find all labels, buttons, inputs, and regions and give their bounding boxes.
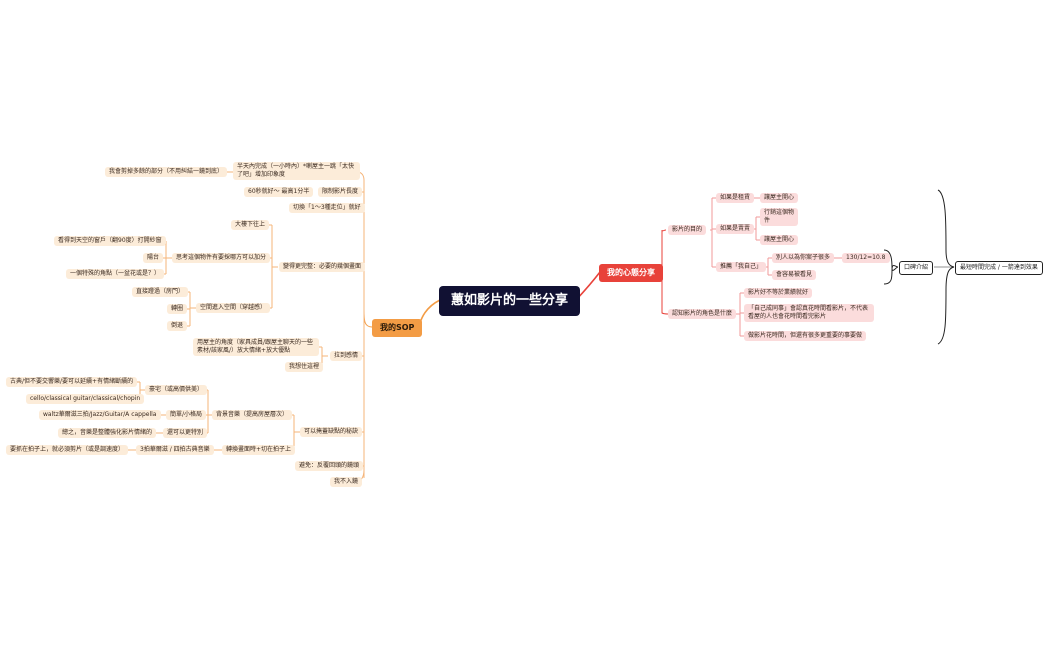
sop-node-cello-guitar[interactable]: cello/classical guitar/classical/chopin [26, 394, 145, 404]
sop-node-half-day[interactable]: 半天內完成（一小時內）*喇屋主一跳「太快了吧」增加印象度 [233, 162, 360, 180]
sop-node-emotion[interactable]: 拉到感情 [330, 351, 363, 361]
sop-node-space-through[interactable]: 空間進入空間（穿越感） [196, 303, 271, 313]
sop-node-luxury[interactable]: 豪宅（或高價供美） [145, 385, 208, 395]
share-node-owner-happy-1[interactable]: 讓屋主開心 [760, 193, 799, 203]
sop-node-think-bonus[interactable]: 思考這個物件有要採哪方可以加分 [172, 253, 271, 263]
link-sop-spine [363, 309, 373, 328]
sop-node-building-up[interactable]: 大樓下往上 [231, 220, 270, 230]
share-node-more-important[interactable]: 做影片花時間，但還有很多更重要的事要做 [744, 331, 867, 341]
summary-shortest-time[interactable]: 最短時間完成 / 一箭達到效果 [955, 261, 1043, 275]
sop-node-simple-small[interactable]: 簡單/小格局 [166, 410, 207, 420]
share-node-recommend-myself[interactable]: 推薦「我自己」 [716, 262, 767, 272]
sop-node-hide-flaws[interactable]: 可以掩蓋缺點的秘訣 [300, 427, 363, 437]
share-node-not-equal-sales[interactable]: 影片好不等於業績就好 [744, 288, 813, 298]
sop-node-special-corner[interactable]: 一個特殊的角點（一盆花或是？） [66, 269, 165, 279]
branch-mindset-share[interactable]: 我的心態分享 [599, 264, 663, 282]
sop-node-want-live[interactable]: 我想住這裡 [285, 362, 324, 372]
sop-node-backward[interactable]: 倒退 [167, 321, 188, 331]
sop-node-complete-shots[interactable]: 變得更完整：必要的幾個畫面 [279, 262, 366, 272]
sop-node-owner-angle[interactable]: 用屋主的角度（家具成員/跟屋主聊天的一些素材/該家風/）放大情緒+放大優點 [193, 338, 319, 356]
branch-my-sop[interactable]: 我的SOP [372, 319, 423, 337]
sop-node-avoid-turnback[interactable]: 避免：反覆回頭的鏡頭 [295, 461, 364, 471]
share-node-if-sale[interactable]: 如果是賣賣 [716, 224, 755, 234]
sop-node-limit-length[interactable]: 限制影片長度 [318, 187, 363, 197]
sop-node-cut-on-beat[interactable]: 轉換畫面時+切在拍子上 [222, 445, 296, 455]
root-topic[interactable]: 蕙如影片的一些分享 [439, 286, 581, 316]
share-node-ratio[interactable]: 130/12=10.8 [842, 253, 890, 263]
share-node-market-property[interactable]: 行銷這個物件 [760, 208, 798, 226]
share-node-many-cases[interactable]: 別人以為你案子很多 [772, 253, 835, 263]
sop-node-switch-moves[interactable]: 切換「1～3種走位」就好 [289, 203, 365, 213]
sop-node-music-strengthen[interactable]: 總之，音樂是整體強化影片情緒的 [58, 428, 157, 438]
sop-node-60-seconds[interactable]: 60秒就好～ 最高1分半 [244, 187, 314, 197]
summary-word-of-mouth[interactable]: 口碑介紹 [899, 261, 934, 275]
sop-node-not-on-camera[interactable]: 我不入鏡 [330, 477, 363, 487]
share-node-if-rental[interactable]: 如果是租賃 [716, 193, 755, 203]
sop-node-more-special[interactable]: 還可以更特別 [163, 428, 208, 438]
share-node-video-purpose[interactable]: 影片的目的 [668, 225, 707, 235]
sop-node-walk-through-door[interactable]: 直接蹬過（房門） [132, 287, 189, 297]
share-node-be-seen[interactable]: 會容易被看見 [772, 270, 817, 280]
sop-node-bgm[interactable]: 背景音樂（提高房屋層次） [212, 410, 293, 420]
sop-node-waltz-classical[interactable]: 3拍華爾滋 / 四拍古典音樂 [136, 445, 214, 455]
sop-node-cut-extra[interactable]: 我會剪掉多餘的部分（不用糾結一鏡到底） [105, 167, 228, 177]
share-node-owner-happy-2[interactable]: 讓屋主開心 [760, 235, 799, 245]
sop-node-spin[interactable]: 轉圈 [167, 304, 188, 314]
sop-node-edit-speed[interactable]: 要抓在拍子上，就必須剪片（或是調速度） [6, 445, 129, 455]
sop-node-sky-window[interactable]: 看得到天空的窗戶（翻90度）打開紗窗 [54, 236, 166, 246]
link-share-spine [661, 229, 667, 272]
summary-bracket-small [883, 249, 899, 285]
share-node-colleague-watch[interactable]: 「自己成同事」會認真花時間看影片，不代表看屋的人也會花時間看完影片 [744, 304, 874, 322]
sop-node-balcony[interactable]: 陽台 [143, 253, 164, 263]
sop-node-classical-no-symphony[interactable]: 古典/但不要交響樂/要可以延續+有情緒斷續的 [6, 377, 138, 387]
sop-node-waltz-jazz[interactable]: waltz華爾滋三拍/Jazz/Guitar/A cappella [39, 410, 161, 420]
share-node-video-role[interactable]: 認知影片的角色是什麼 [668, 309, 737, 319]
